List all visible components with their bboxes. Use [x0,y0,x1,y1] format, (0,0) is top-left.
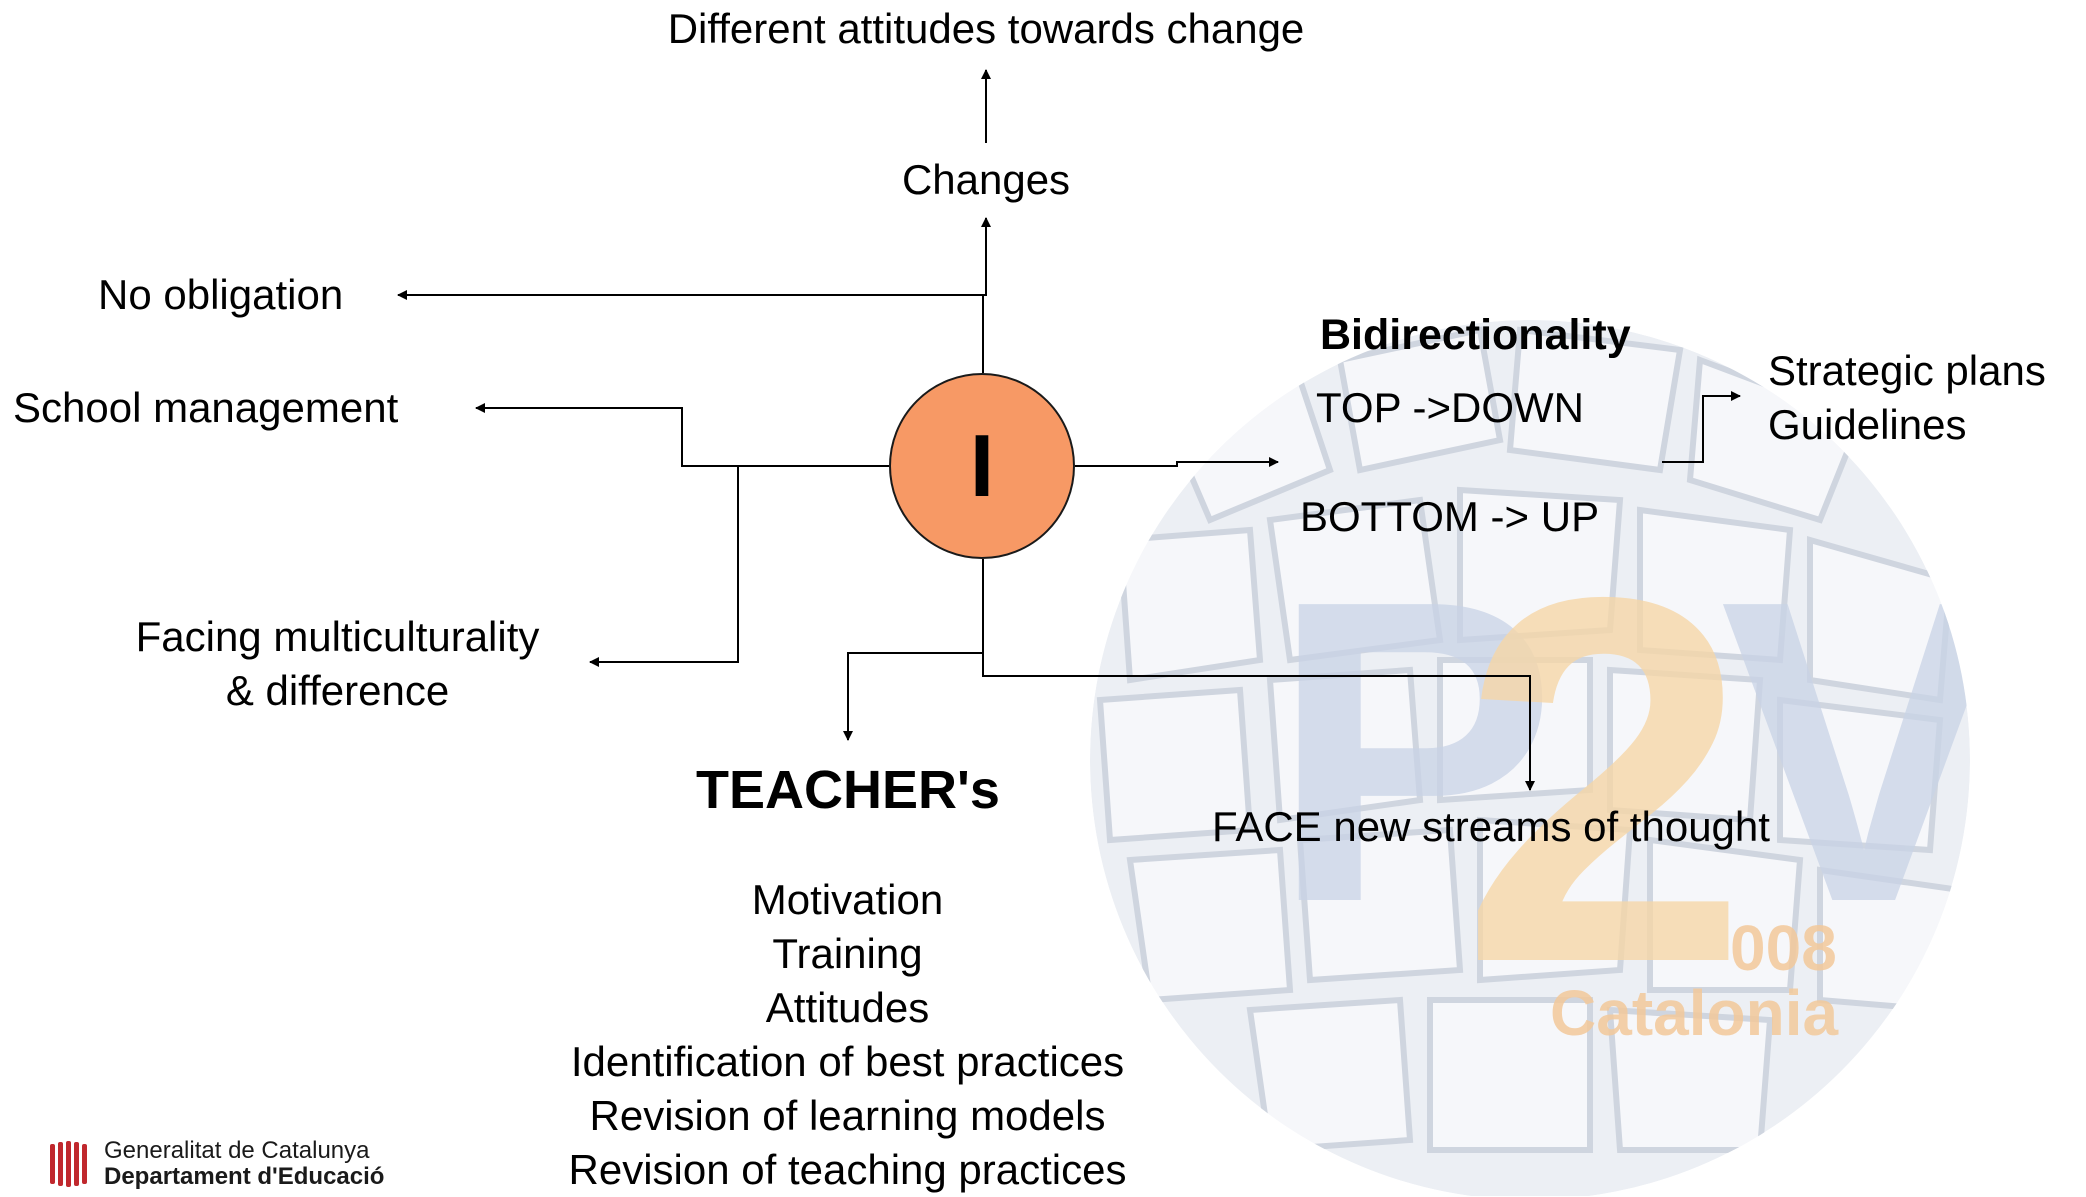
label-multiculturality-line1: Facing multiculturality [135,613,540,660]
logo-line1: Generalitat de Catalunya [104,1137,370,1164]
svg-text:V: V [1720,512,2009,992]
label-bottom-up: BOTTOM -> UP [1300,493,1600,540]
teacher-item: Revision of teaching practices [568,1146,1127,1193]
teacher-item: Attitudes [765,984,930,1031]
label-face-streams: FACE new streams of thought [1212,803,1770,850]
teacher-items-list: Motivation Training Attitudes Identifica… [460,873,1235,1197]
label-teachers: TEACHER's [696,760,1000,820]
label-school-management: School management [13,384,399,431]
svg-text:2: 2 [1460,490,1749,1071]
label-attitudes: Different attitudes towards change [667,5,1305,52]
edge-to-strategic-plans [1662,391,1741,463]
edge-to-multiculturality [589,466,739,667]
teacher-item: Training [772,930,923,977]
teacher-item: Revision of learning models [589,1092,1106,1139]
teacher-item: Identification of best practices [570,1038,1125,1085]
teacher-item: Motivation [751,876,944,923]
label-strategic-plans-line1: Strategic plans [1768,347,2046,394]
label-guidelines: Guidelines [1768,401,1967,448]
edge-to-face-streams [982,653,1535,791]
svg-text:P: P [1270,512,1557,992]
label-strategic-plans: Strategic plans Guidelines [1768,344,2046,452]
watermark-year: 008 [1730,912,1837,984]
logo-text: Generalitat de Catalunya Departament d'E… [104,1138,384,1190]
center-node: I [889,373,1075,559]
logo-line2: Departament d'Educació [104,1163,385,1190]
senyera-icon [50,1141,87,1187]
label-multiculturality-line2: & difference [225,667,450,714]
label-multiculturality: Facing multiculturality & difference [100,610,575,718]
label-top-down: TOP ->DOWN [1316,384,1584,431]
edge-to-bidirectionality [1075,457,1279,467]
label-changes: Changes [901,156,1071,203]
mosaic-disc: P 2 V 008 Catalonia [1090,320,2009,1196]
center-node-label: I [969,416,995,515]
watermark-place: Catalonia [1550,977,1838,1049]
label-bidirectionality: Bidirectionality [1320,311,1631,359]
edge-to-changes [981,217,991,373]
label-no-obligation: No obligation [98,271,344,318]
generalitat-logo: Generalitat de Catalunya Departament d'E… [48,1138,384,1190]
edge-to-teachers [843,559,984,741]
edge-to-school-management [475,403,889,467]
